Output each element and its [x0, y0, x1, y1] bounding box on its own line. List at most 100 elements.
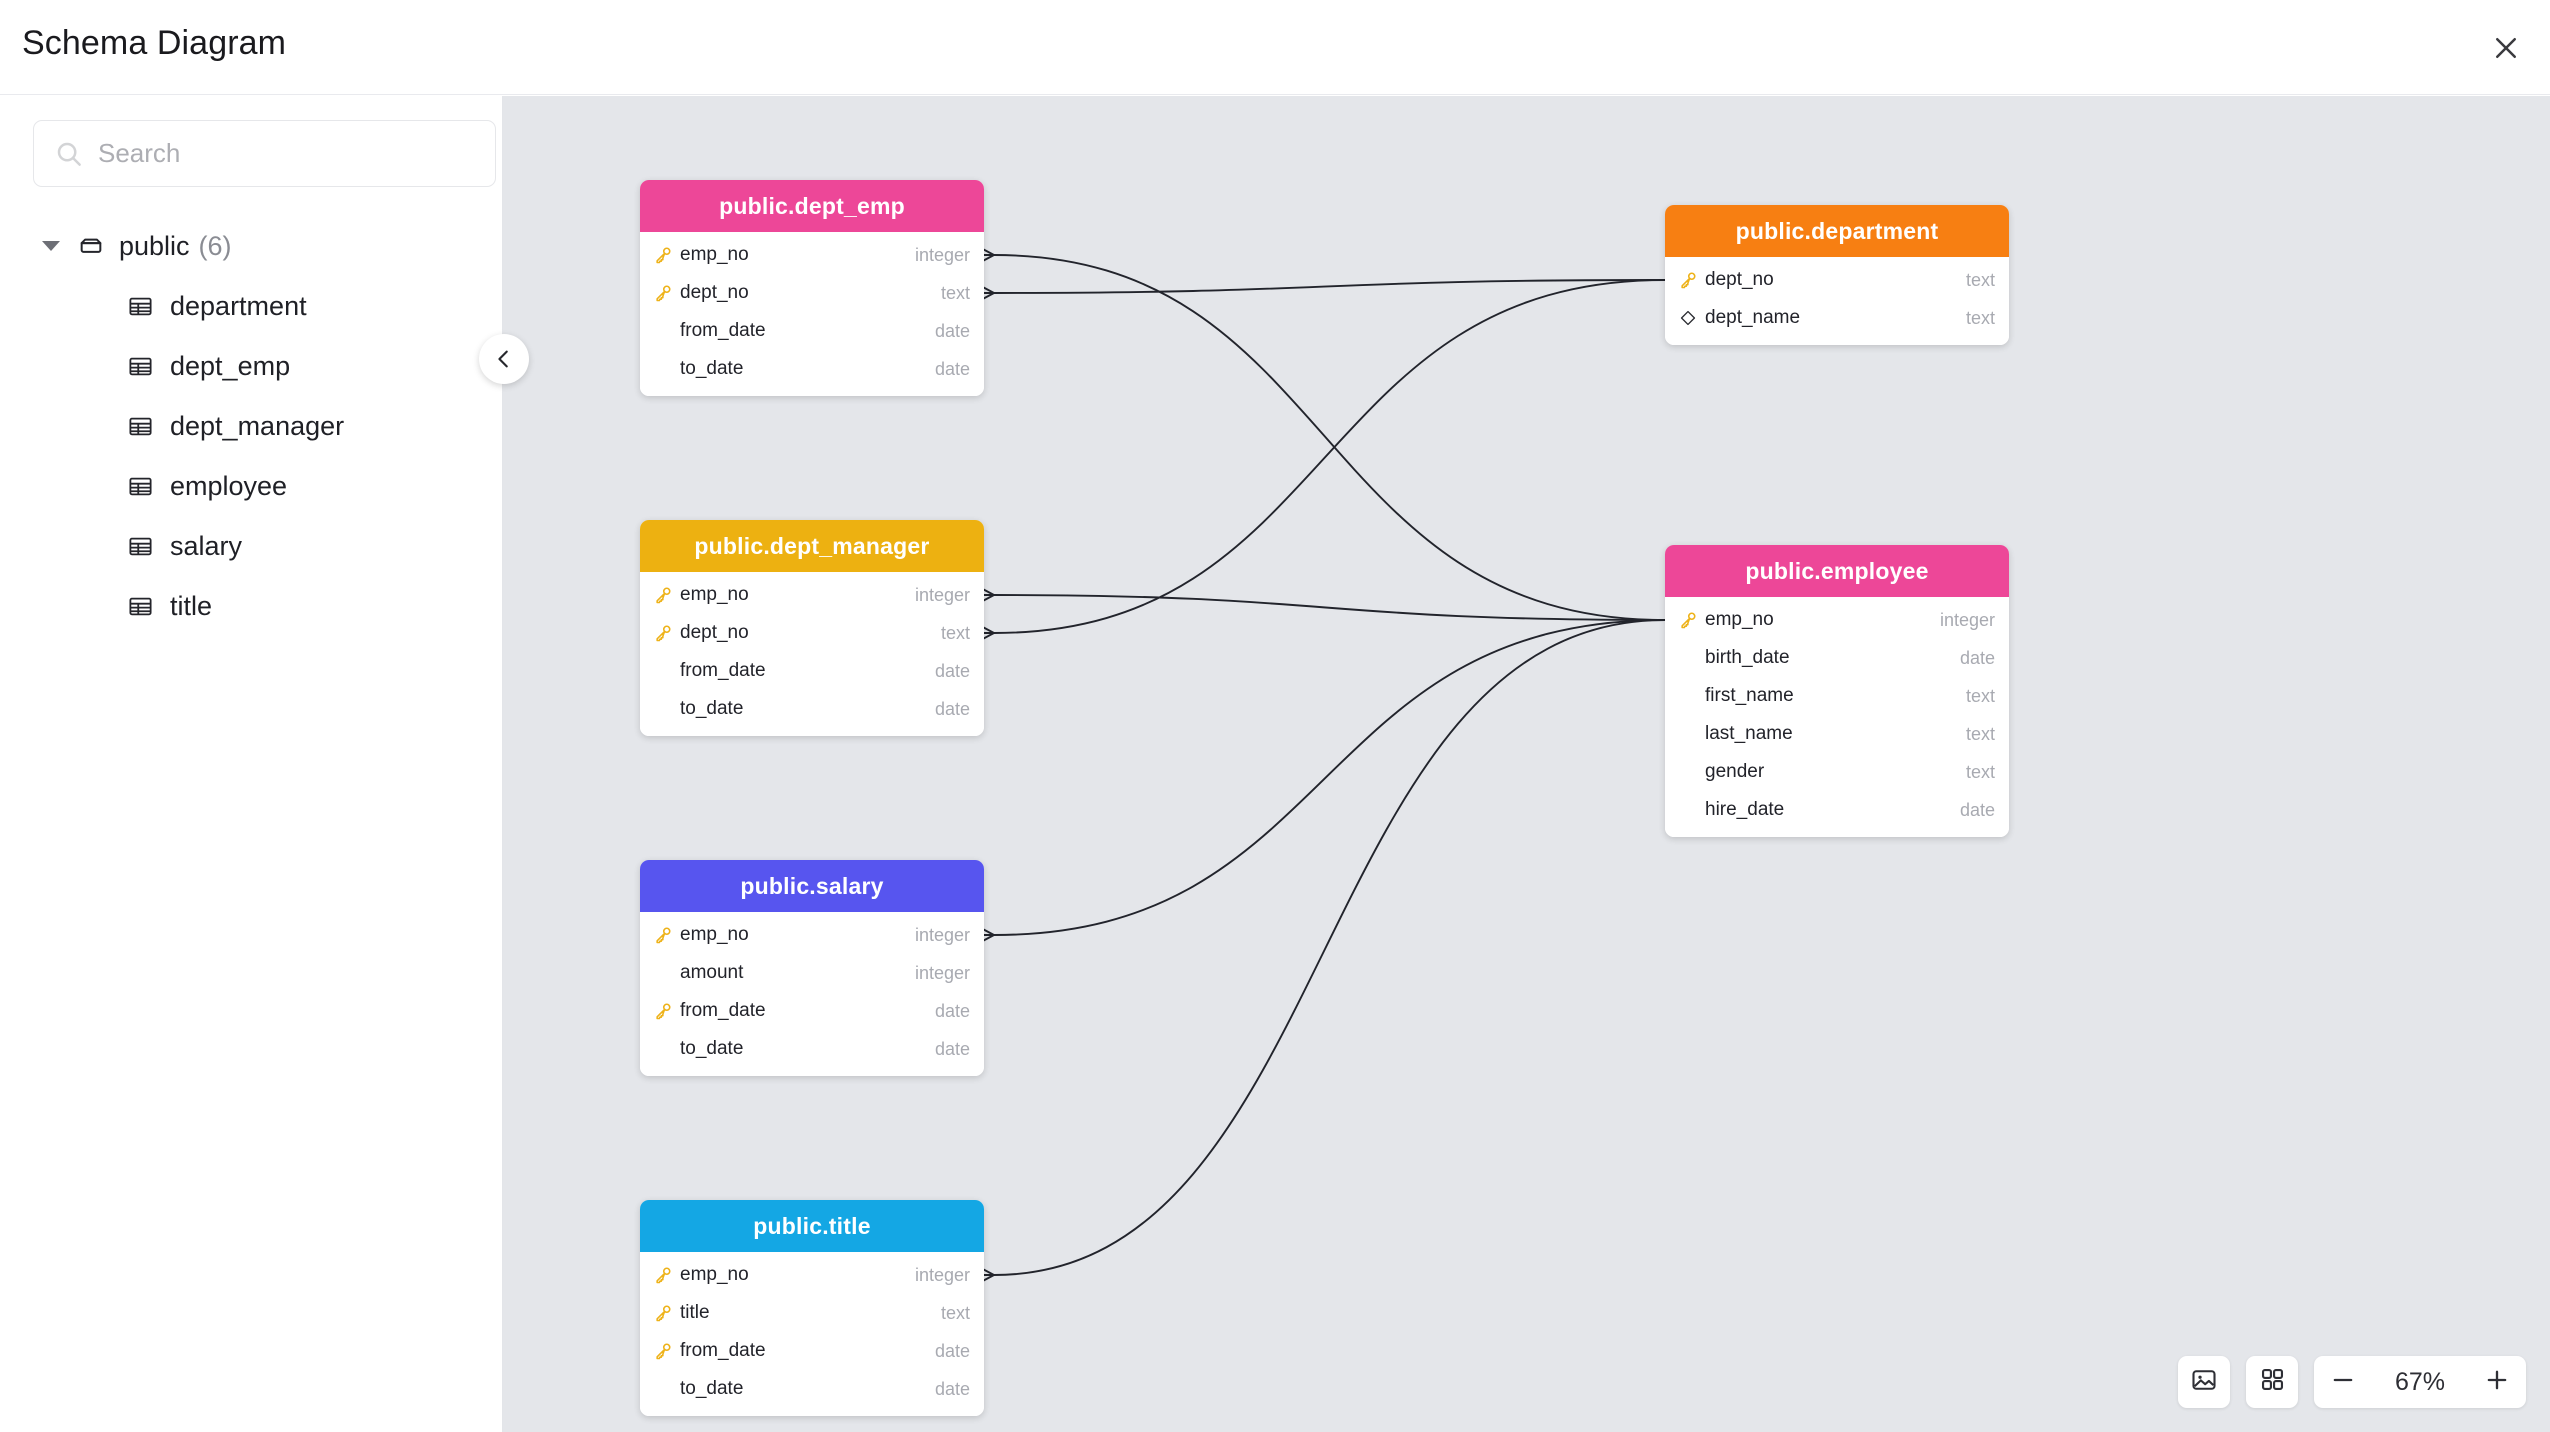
column-row[interactable]: emp_no integer: [1665, 601, 2009, 639]
table-icon: [127, 293, 154, 320]
table-icon: [127, 413, 154, 440]
column-name: to_date: [680, 1038, 744, 1059]
search-input[interactable]: [98, 138, 475, 169]
column-row[interactable]: dept_no text: [1665, 261, 2009, 299]
column-name: emp_no: [680, 584, 749, 605]
sidebar-item-title[interactable]: title: [0, 576, 503, 636]
sidebar: public (6) department dept_emp dept_manage…: [0, 96, 529, 1432]
column-name: emp_no: [680, 244, 749, 265]
column-name: to_date: [680, 358, 744, 379]
column-type: integer: [1939, 609, 1995, 630]
window-header: Schema Diagram: [0, 0, 2550, 95]
zoom-level-label[interactable]: 67%: [2394, 1367, 2446, 1396]
column-name: from_date: [680, 1340, 766, 1361]
column-row[interactable]: from_date date: [640, 1332, 984, 1370]
column-type: text: [1965, 685, 1995, 706]
column-type: text: [1965, 723, 1995, 744]
sidebar-item-label: department: [170, 290, 307, 321]
column-row[interactable]: to_date date: [640, 1370, 984, 1408]
close-icon[interactable]: [2480, 22, 2532, 74]
column-type: text: [1965, 269, 1995, 290]
table-card-header[interactable]: public.employee: [1665, 545, 2009, 597]
zoom-out-button[interactable]: [2314, 1356, 2372, 1408]
column-type: date: [934, 660, 970, 681]
key-icon: [652, 245, 674, 265]
search-box[interactable]: [33, 120, 496, 187]
column-type: date: [934, 1340, 970, 1361]
column-name: dept_name: [1705, 307, 1801, 328]
sidebar-item-dept_emp[interactable]: dept_emp: [0, 336, 503, 396]
table-card-header[interactable]: public.department: [1665, 205, 2009, 257]
export-image-button[interactable]: [2178, 1356, 2230, 1408]
zoom-in-button[interactable]: [2468, 1356, 2526, 1408]
image-icon: [2190, 1366, 2218, 1399]
column-name: to_date: [680, 698, 744, 719]
canvas-toolbar: 67%: [2178, 1356, 2526, 1408]
column-type: text: [1965, 761, 1995, 782]
column-name: emp_no: [1705, 609, 1774, 630]
column-name: to_date: [680, 1378, 744, 1399]
sidebar-collapse-button[interactable]: [479, 334, 529, 384]
caret-down-icon[interactable]: [42, 241, 60, 251]
column-name: hire_date: [1705, 799, 1785, 820]
grid-icon: [2259, 1366, 2286, 1398]
key-icon: [1677, 270, 1699, 290]
layout-grid-button[interactable]: [2246, 1356, 2298, 1408]
database-icon: [77, 232, 105, 260]
table-card-header[interactable]: public.salary: [640, 860, 984, 912]
column-name: from_date: [680, 1000, 766, 1021]
tree-schema-public[interactable]: public (6): [0, 216, 503, 276]
zoom-control-group: 67%: [2314, 1356, 2526, 1408]
sidebar-item-department[interactable]: department: [0, 276, 503, 336]
column-type: date: [934, 320, 970, 341]
column-row[interactable]: from_date date: [640, 992, 984, 1030]
column-name: dept_no: [1705, 269, 1774, 290]
sidebar-item-salary[interactable]: salary: [0, 516, 503, 576]
column-type: date: [934, 1000, 970, 1021]
column-row[interactable]: from_date date: [640, 652, 984, 690]
table-card-header[interactable]: public.dept_emp: [640, 180, 984, 232]
table-icon: [127, 353, 154, 380]
sidebar-item-label: dept_emp: [170, 350, 291, 381]
key-icon: [652, 1341, 674, 1361]
sidebar-item-employee[interactable]: employee: [0, 456, 503, 516]
column-name: from_date: [680, 660, 766, 681]
column-name: birth_date: [1705, 647, 1790, 668]
plus-icon: [2483, 1366, 2511, 1399]
key-icon: [1677, 610, 1699, 630]
sidebar-item-dept_manager[interactable]: dept_manager: [0, 396, 503, 456]
sidebar-item-label: salary: [170, 530, 243, 561]
column-type: text: [940, 282, 970, 303]
column-type: date: [934, 1378, 970, 1399]
table-card-header[interactable]: public.dept_manager: [640, 520, 984, 572]
column-name: amount: [680, 962, 744, 983]
table-card-header[interactable]: public.title: [640, 1200, 984, 1252]
